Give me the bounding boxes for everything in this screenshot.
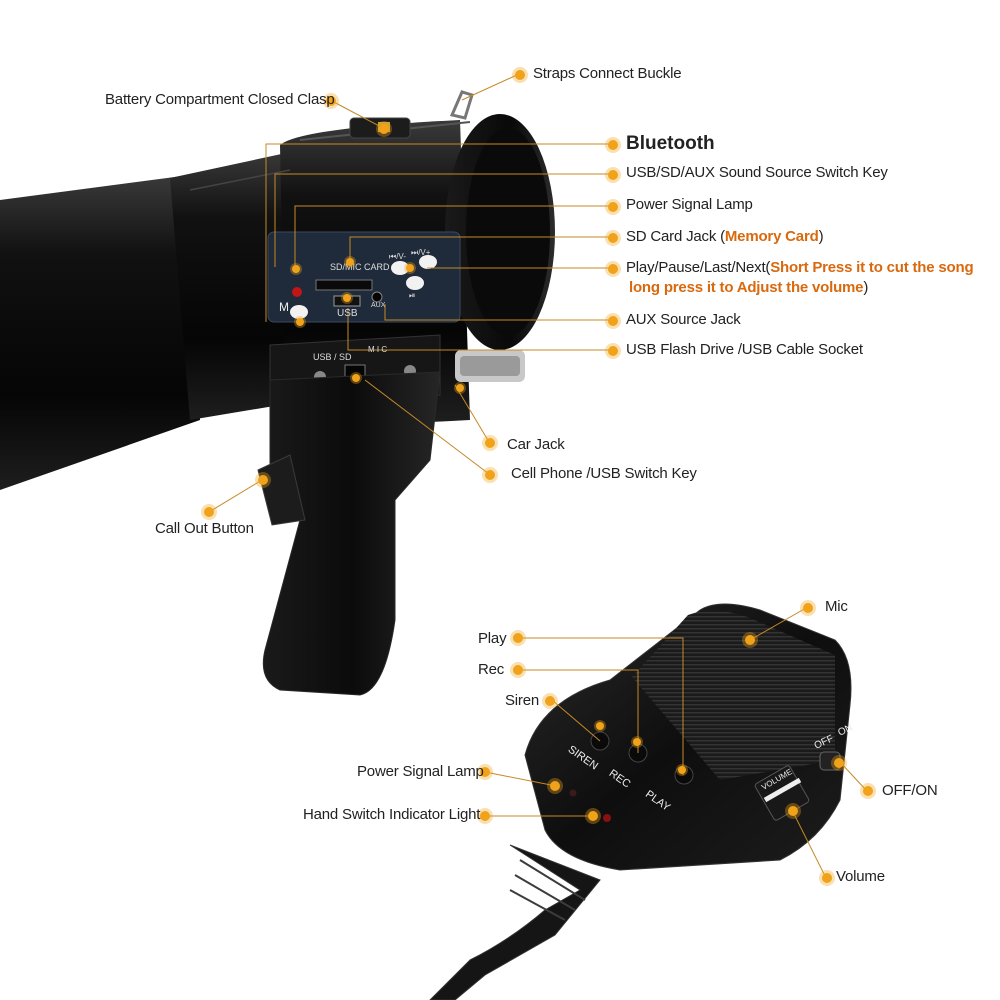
callout-dot-power-lamp-mic bbox=[480, 767, 490, 777]
control-panel bbox=[267, 231, 461, 323]
prev-key-label: ⏮/V- bbox=[389, 252, 406, 261]
label-off-on: OFF/ON bbox=[882, 782, 938, 799]
mic-cable bbox=[429, 844, 601, 1000]
target-dot-volume bbox=[788, 806, 798, 816]
play-keys-highlight-1: Short Press it to cut the song bbox=[770, 259, 974, 276]
label-sd-jack: SD Card Jack (Memory Card) bbox=[626, 228, 824, 245]
callout-dot-straps bbox=[515, 70, 525, 80]
callout-dot-call-out bbox=[204, 507, 214, 517]
label-bluetooth: Bluetooth bbox=[626, 133, 715, 154]
callout-dot-hand-indicator bbox=[480, 811, 490, 821]
callout-dot-bluetooth bbox=[608, 140, 618, 150]
label-mic: Mic bbox=[825, 598, 848, 615]
mic-port-label: M I C bbox=[368, 345, 388, 354]
play-keys-suffix: ) bbox=[863, 279, 869, 296]
usb-port-label: USB bbox=[337, 308, 358, 319]
callout-dot-rec bbox=[513, 665, 523, 675]
callout-dot-sd-jack bbox=[608, 233, 618, 243]
label-hand-indicator: Hand Switch Indicator Light bbox=[303, 806, 481, 823]
callout-dot-car-jack bbox=[485, 438, 495, 448]
target-dot-call-out bbox=[258, 475, 268, 485]
label-power-lamp-mic: Power Signal Lamp bbox=[357, 763, 484, 780]
label-source-switch: USB/SD/AUX Sound Source Switch Key bbox=[626, 164, 888, 181]
callout-dot-play-keys bbox=[608, 264, 618, 274]
play-pause-key-label: ⏯ bbox=[409, 291, 416, 300]
label-play-keys-line1: Play/Pause/Last/Next(Short Press it to c… bbox=[626, 259, 974, 276]
target-dot-hand-indicator bbox=[588, 811, 598, 821]
label-volume: Volume bbox=[836, 868, 885, 885]
target-dot-rec bbox=[633, 738, 641, 746]
play-keys-highlight-2: long press it to Adjust the volume bbox=[629, 279, 864, 296]
label-battery-clasp: Battery Compartment Closed Clasp bbox=[105, 91, 335, 108]
callout-dot-cell-switch bbox=[485, 470, 495, 480]
label-car-jack: Car Jack bbox=[507, 436, 565, 453]
label-rec: Rec bbox=[478, 661, 505, 678]
target-dot-mic bbox=[745, 635, 755, 645]
next-key-label: ⏭/V+ bbox=[411, 248, 431, 257]
target-dot-car-jack bbox=[456, 384, 464, 392]
target-dot-mode bbox=[296, 318, 304, 326]
aux-port-label: AUX bbox=[371, 302, 386, 309]
label-play-keys-line2: long press it to Adjust the volume) bbox=[629, 279, 868, 296]
target-dot-cell-switch bbox=[352, 374, 360, 382]
target-dot-power-lamp-mic bbox=[550, 781, 560, 791]
target-dot-play bbox=[406, 264, 414, 272]
target-dot-off-on bbox=[834, 758, 844, 768]
target-dot-power-lamp bbox=[292, 265, 300, 273]
callout-dot-battery bbox=[326, 96, 336, 106]
pistol-grip bbox=[257, 371, 441, 696]
label-usb-socket: USB Flash Drive /USB Cable Socket bbox=[626, 341, 863, 358]
callout-dot-play bbox=[513, 633, 523, 643]
target-dot-usb bbox=[343, 294, 351, 302]
sd-jack-suffix: ) bbox=[818, 228, 824, 245]
callout-dot-volume bbox=[822, 873, 832, 883]
play-keys-prefix: Play/Pause/Last/Next( bbox=[626, 259, 771, 276]
sd-jack-prefix: SD Card Jack ( bbox=[626, 228, 725, 245]
mode-key-label: M bbox=[279, 300, 289, 314]
label-siren: Siren bbox=[505, 692, 540, 709]
target-dot-sd bbox=[346, 258, 354, 266]
label-cell-switch: Cell Phone /USB Switch Key bbox=[511, 465, 697, 482]
label-play: Play bbox=[478, 630, 507, 647]
sd-jack-highlight: Memory Card bbox=[724, 228, 819, 245]
callout-dot-aux bbox=[608, 316, 618, 326]
callout-dot-power-lamp bbox=[608, 202, 618, 212]
target-dot-play-btn bbox=[678, 766, 686, 774]
callout-dot-usb-socket bbox=[608, 346, 618, 356]
target-dot-siren bbox=[596, 722, 604, 730]
callout-dot-off-on bbox=[863, 786, 873, 796]
callout-dot-battery-target bbox=[379, 124, 389, 134]
label-call-out: Call Out Button bbox=[155, 520, 254, 537]
sd-card-slot-label: SD/MIC CARD bbox=[330, 262, 390, 272]
label-straps-buckle: Straps Connect Buckle bbox=[533, 65, 682, 82]
label-aux-jack: AUX Source Jack bbox=[626, 311, 741, 328]
usb-sd-port-label: USB / SD bbox=[313, 352, 352, 362]
leader-lines bbox=[208, 73, 867, 879]
callout-dot-source-switch bbox=[608, 170, 618, 180]
label-power-lamp-top: Power Signal Lamp bbox=[626, 196, 753, 213]
callout-dot-siren bbox=[545, 696, 555, 706]
callout-dot-mic bbox=[803, 603, 813, 613]
